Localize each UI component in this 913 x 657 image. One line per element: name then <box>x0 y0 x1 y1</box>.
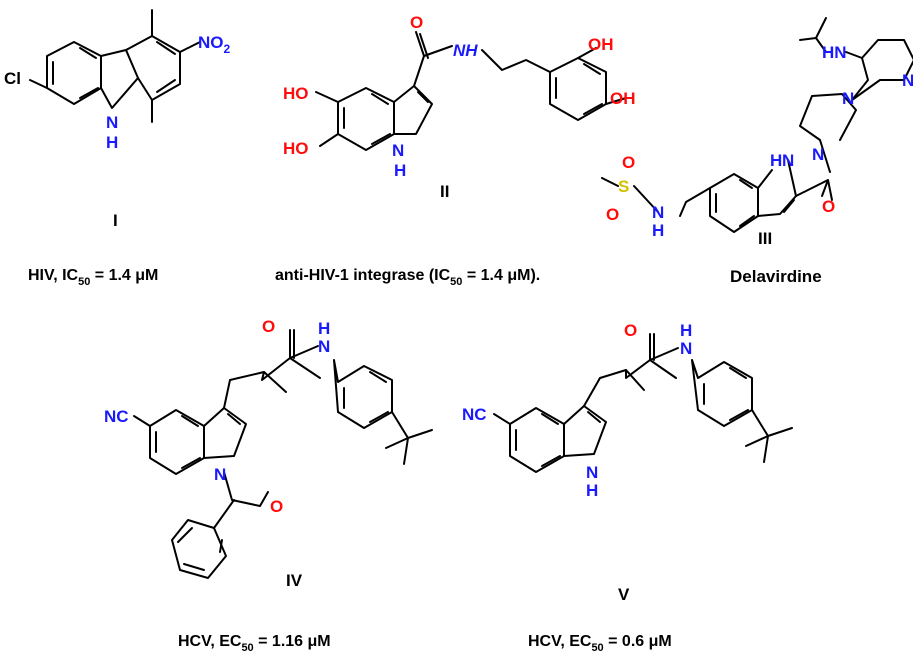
compound-I-no2-label: NO2 <box>198 33 231 56</box>
compound-III-pip-n2-label: N <box>842 89 854 108</box>
compound-III-structure <box>601 17 913 233</box>
compound-V-id: V <box>618 585 630 604</box>
compound-III-amide-o-label: O <box>822 197 835 216</box>
compound-III-indole-n-label: N <box>782 151 794 170</box>
compound-IV-structure <box>133 329 433 579</box>
compound-II-ho1-label: HO <box>283 84 309 103</box>
compound-III-pip-n1-label: N <box>812 145 824 164</box>
compound-V-caption: HCV, EC50 = 0.6 μM <box>528 633 672 654</box>
compound-IV-o-amide-label: O <box>262 317 275 336</box>
compound-V-o-amide-label: O <box>624 321 637 340</box>
compound-I-id: I <box>113 211 118 230</box>
compound-II-structure <box>315 31 627 151</box>
compound-II-o-label: O <box>410 13 423 32</box>
compound-III-nh-h-label: H <box>652 221 664 240</box>
compound-II-ho2-label: HO <box>283 139 309 158</box>
compound-IV-caption: HCV, EC50 = 1.16 μM <box>178 633 331 654</box>
compound-III-o2-label: O <box>606 205 619 224</box>
compound-V-indole-n-label: N <box>586 463 598 482</box>
compound-III-id: III <box>758 229 772 248</box>
compound-II-oh2-label: OH <box>610 89 636 108</box>
compound-II-n-label: N <box>392 141 404 160</box>
compound-IV-amide-h-label: H <box>318 319 330 338</box>
compound-IV-o-benzoyl-label: O <box>270 497 283 516</box>
compound-V-amide-h-label: H <box>680 321 692 340</box>
compound-V-amide-n-label: N <box>680 339 692 358</box>
compound-II-oh1-label: OH <box>588 35 614 54</box>
compound-IV-amide-n-label: N <box>318 337 330 356</box>
compound-III-s-label: S <box>618 177 629 196</box>
compound-I-structure <box>29 9 201 123</box>
compound-V-nc-label: NC <box>462 405 487 424</box>
compound-I-caption: HIV, IC50 = 1.4 μM <box>28 267 158 288</box>
compound-I-h-label: H <box>106 133 118 152</box>
compound-III-o1-label: O <box>622 153 635 172</box>
compound-II-caption: anti-HIV-1 integrase (IC50 = 1.4 μM). <box>275 267 540 288</box>
compound-IV-id: IV <box>286 571 303 590</box>
compound-I-n-label: N <box>106 113 118 132</box>
compound-IV-indole-n-label: N <box>214 465 226 484</box>
compound-II-nh-label: NH <box>453 41 478 60</box>
compound-I-cl-label: Cl <box>4 69 21 88</box>
compound-III-pyr-n-label: N <box>902 71 913 90</box>
compound-II-id: II <box>440 182 449 201</box>
compound-III-indole-h-label: H <box>770 151 782 170</box>
compound-III-nh-n-label: N <box>652 203 664 222</box>
compound-V-structure <box>493 333 793 473</box>
compound-V-indole-h-label: H <box>586 481 598 500</box>
compound-II-h-label: H <box>394 161 406 180</box>
compound-III-name: Delavirdine <box>730 267 822 286</box>
compound-IV-nc-label: NC <box>104 407 129 426</box>
compound-III-hn-label: HN <box>822 43 847 62</box>
